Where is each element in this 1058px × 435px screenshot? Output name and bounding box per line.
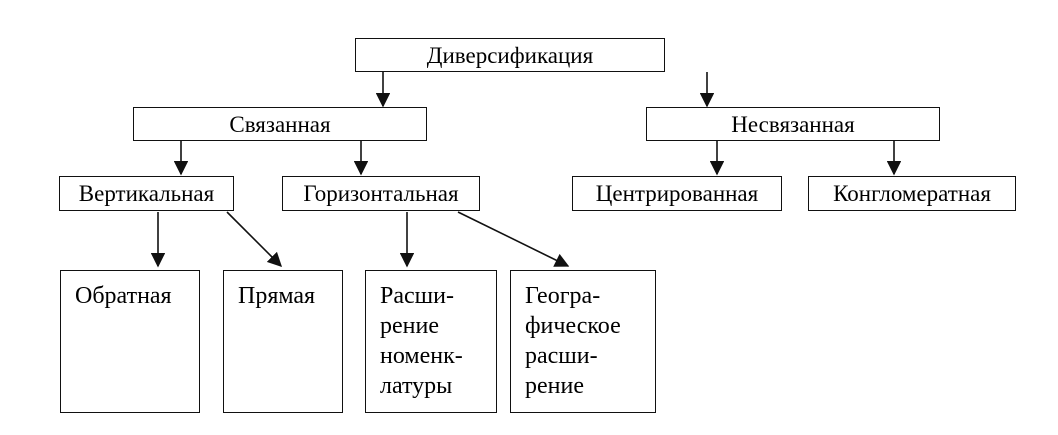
node-backward-line-1: Обратная — [75, 283, 172, 309]
node-geographic-line-3: расши- — [525, 343, 598, 369]
node-horizontal-label: Горизонтальная — [303, 181, 459, 206]
node-vertical-label: Вертикальная — [78, 181, 215, 206]
arrow-horizontal-to-geographic — [457, 211, 570, 267]
node-centered: Центрированная — [572, 176, 782, 211]
node-assortment-line-1: Расши- — [380, 283, 454, 309]
node-assortment-line-4: латуры — [380, 373, 453, 399]
node-forward: Прямая — [223, 270, 343, 413]
node-assortment-line-2: рение — [380, 313, 439, 339]
arrow-vertical-to-forward — [226, 211, 283, 268]
node-geographic-line-2: фическое — [525, 313, 621, 339]
node-unrelated: Несвязанная — [646, 107, 940, 141]
node-conglomerate-label: Конгломератная — [833, 181, 991, 206]
node-assortment-expansion: Расши- рение номенк- латуры — [365, 270, 497, 413]
node-vertical: Вертикальная — [59, 176, 234, 211]
node-assortment-line-3: номенк- — [380, 343, 463, 369]
node-diversification: Диверсификация — [355, 38, 665, 72]
node-geographic-line-4: рение — [525, 373, 584, 399]
node-backward: Обратная — [60, 270, 200, 413]
node-unrelated-label: Несвязанная — [731, 111, 855, 137]
node-diversification-label: Диверсификация — [426, 42, 594, 68]
node-related: Связанная — [133, 107, 427, 141]
node-forward-line-1: Прямая — [238, 283, 316, 309]
node-conglomerate: Конгломератная — [808, 176, 1016, 211]
node-geographic-line-1: Геогра- — [525, 283, 601, 309]
node-horizontal: Горизонтальная — [282, 176, 480, 211]
node-centered-label: Центрированная — [595, 181, 759, 206]
node-related-label: Связанная — [229, 111, 331, 137]
node-geographic-expansion: Геогра- фическое расши- рение — [510, 270, 656, 413]
